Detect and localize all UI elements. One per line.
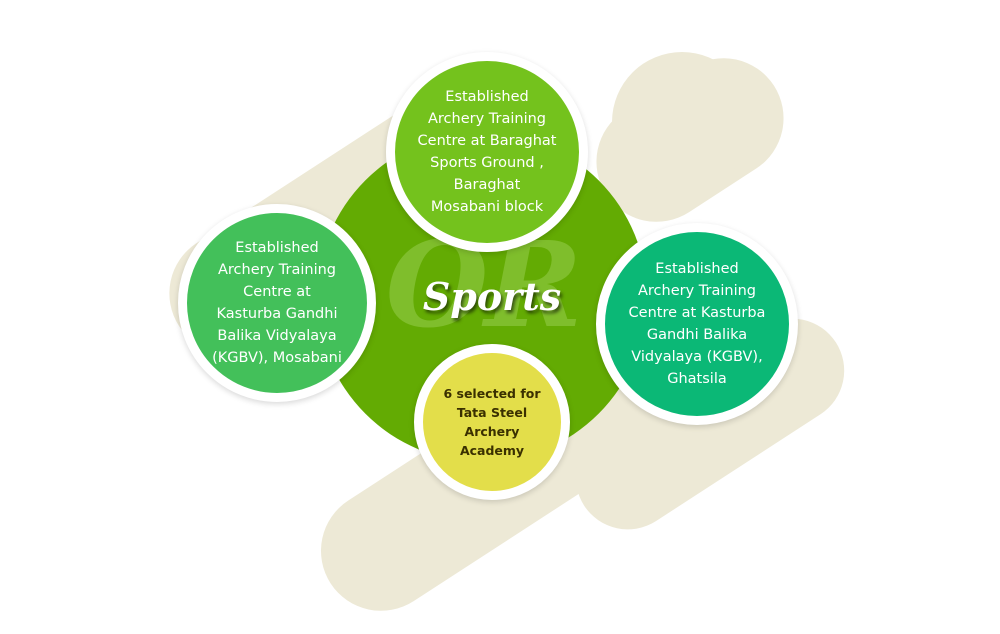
background-circle-right — [612, 52, 752, 192]
node-top-text: Established Archery Training Centre at B… — [417, 89, 557, 215]
node-bottom: 6 selected for Tata Steel Archery Academ… — [414, 344, 570, 500]
center-title: Sports — [422, 274, 562, 319]
node-right-text: Established Archery Training Centre at K… — [628, 261, 766, 387]
node-left: Established Archery Training Centre at K… — [178, 204, 376, 402]
node-top: Established Archery Training Centre at B… — [386, 52, 588, 252]
node-right: Established Archery Training Centre at K… — [596, 223, 798, 425]
node-bottom-text: 6 selected for Tata Steel Archery Academ… — [443, 386, 541, 458]
node-left-text: Established Archery Training Centre at K… — [212, 240, 342, 366]
